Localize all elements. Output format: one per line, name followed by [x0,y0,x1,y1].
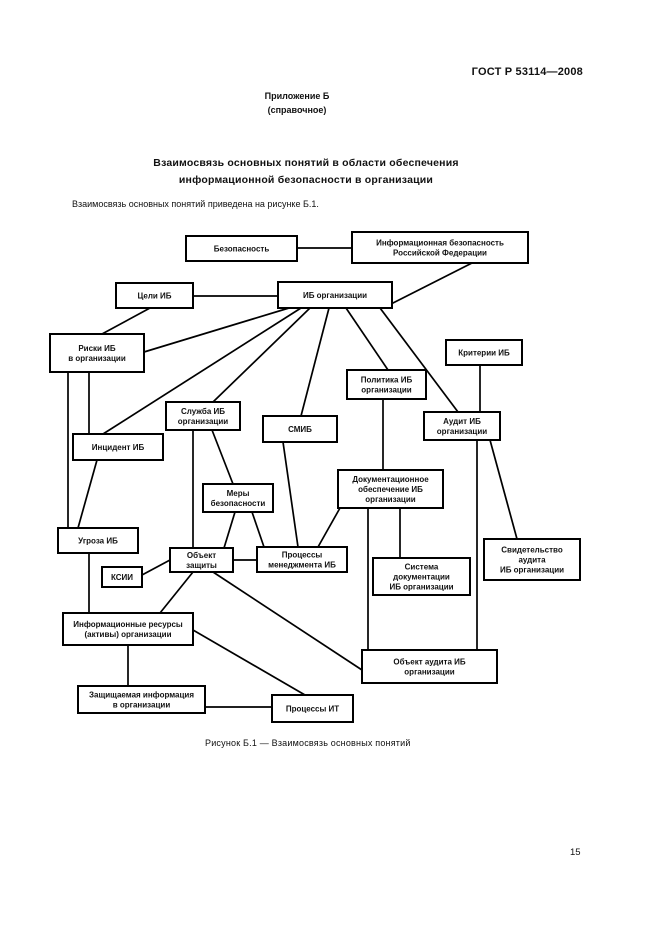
concept-box [361,649,498,684]
page-title-line2: информационной безопасности в организаци… [178,174,434,186]
concept-node-itproc: Процессы ИТ [271,694,354,723]
page-number: 15 [570,847,581,858]
annex-subtitle: (справочное) [267,105,327,115]
edge-protectobj--infores [159,571,194,614]
concept-box [423,411,501,441]
concept-box [57,527,139,554]
concept-label: Безопасность [214,245,270,254]
concept-node-criteria: Критерии ИБ [445,339,523,366]
edge-risks--ib-org [143,307,290,353]
concept-label: Инцидент ИБ [92,443,145,452]
concept-box [202,483,274,513]
intro-paragraph: Взаимосвязь основных понятий приведена н… [72,199,319,209]
concept-box [72,433,164,461]
concept-node-ksii: КСИИ [101,566,143,588]
concept-node-goals: Цели ИБ [115,282,194,309]
edge-measures--mgmtproc [251,511,265,548]
concept-label: ИБ организации [303,291,367,300]
concept-box [262,415,338,443]
concept-box [101,566,143,588]
concept-box [185,235,298,262]
concept-node-threat: Угроза ИБ [57,527,139,554]
edge-ib-org--incident [102,307,302,435]
concept-box [165,401,241,431]
edge-measures--protectobj [223,511,236,549]
edge-protectobj--auditobj [212,571,363,671]
concept-box [277,281,393,309]
concept-box [346,369,427,400]
edge-ib-org--smib [300,307,330,417]
concept-node-ib-org: ИБ организации [277,281,393,309]
edge-goals--risks [101,307,151,335]
edge-ib-org--policy [345,307,389,371]
concept-label: Процессы ИТ [286,705,339,714]
concept-label: СМИБ [288,425,312,434]
concept-box [372,557,471,596]
concept-label: Цели ИБ [137,292,171,301]
concept-box [115,282,194,309]
edge-incident--threat [77,459,98,529]
edge-ksii--protectobj [141,559,171,576]
concept-label: Угроза ИБ [78,537,118,546]
concept-node-security: Безопасность [185,235,298,262]
concept-label: Информационные ресурсы(активы) организац… [73,620,183,639]
concept-box [483,538,581,581]
edge-infores--itproc [192,629,306,696]
concept-node-infores: Информационные ресурсы(активы) организац… [62,612,194,646]
edge-ib-org--audit [379,307,459,413]
edge-ib-org--ib-rf [390,262,473,305]
concept-box [337,469,444,509]
edge-docsupport--mgmtproc [317,507,341,548]
concept-box [49,333,145,373]
standard-number-header: ГОСТ Р 53114—2008 [471,66,583,78]
edge-smib--mgmtproc [282,441,299,548]
concept-box [271,694,354,723]
concept-label: Критерии ИБ [458,349,510,358]
concept-box [169,547,234,573]
edge-audit--evidence [489,439,518,540]
concept-box [62,612,194,646]
concept-box [256,546,348,573]
concept-box [351,231,529,264]
annex-title: Приложение Б [264,91,330,101]
concept-label: КСИИ [111,573,133,582]
edge-service--measures [211,429,234,485]
concept-box [77,685,206,714]
concept-box [445,339,523,366]
figure-caption: Рисунок Б.1 — Взаимосвязь основных понят… [205,738,411,748]
edge-ib-org--service [212,307,311,403]
concept-node-incident: Инцидент ИБ [72,433,164,461]
page-title-line1: Взаимосвязь основных понятий в области о… [153,157,459,169]
concept-node-smib: СМИБ [262,415,338,443]
